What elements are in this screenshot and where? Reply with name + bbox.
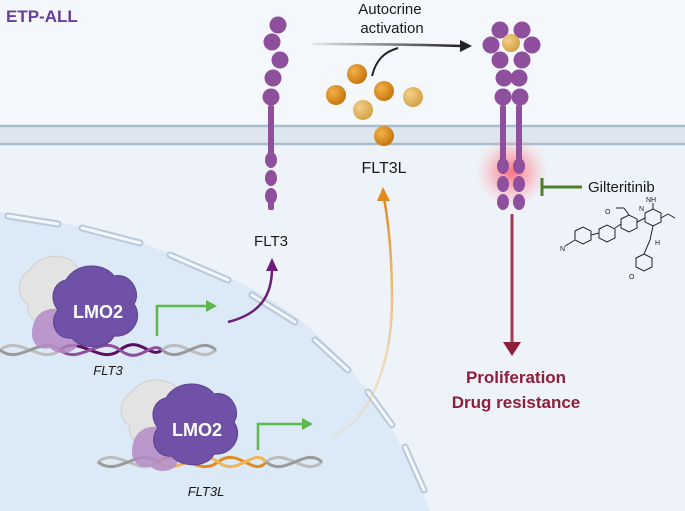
signaling-arrow — [503, 214, 521, 356]
flt3-receptor — [262, 16, 289, 210]
lmo2-complex-2: LMO2 — [120, 379, 239, 472]
autocrine-line-1: Autocrine — [358, 1, 421, 18]
bound-flt3l — [502, 34, 520, 52]
gilteritinib-atoms: O N NH H O N — [560, 197, 660, 281]
lmo2-label-2: LMO2 — [172, 420, 222, 440]
autocrine-arrow — [311, 40, 472, 77]
atom-nh2: NH — [646, 197, 656, 204]
flt3-dimer-activated — [476, 21, 548, 210]
gene-label-flt3: FLT3 — [93, 363, 123, 378]
gene-locus-flt3l: LMO2 FLT3L — [97, 379, 323, 499]
autocrine-label: Autocrine activation — [358, 1, 426, 37]
gilteritinib-structure — [564, 203, 676, 272]
flt3-label: FLT3 — [254, 233, 288, 250]
flt3l-ligands — [326, 64, 423, 146]
activation-glow — [476, 136, 548, 208]
atom-n: N — [639, 206, 644, 213]
lmo2-label-1: LMO2 — [73, 302, 123, 322]
outcome-proliferation: Proliferation — [466, 368, 566, 387]
gene-locus-flt3: LMO2 FLT3 — [0, 255, 217, 378]
atom-h: H — [655, 240, 660, 247]
atom-o-ring: O — [629, 274, 635, 281]
flt3-expression-arrow — [227, 258, 278, 324]
lmo2-complex-1: LMO2 — [18, 255, 139, 354]
diagram-title: ETP-ALL — [6, 7, 78, 26]
inhibitor-label: Gilteritinib — [588, 179, 655, 196]
flt3l-secretion-arrow — [331, 187, 394, 438]
atom-n-sub: N — [560, 246, 565, 253]
cell-membrane — [0, 124, 685, 146]
gene-label-flt3l: FLT3L — [188, 484, 225, 499]
promoter-arrow-2 — [256, 422, 304, 450]
outcome-drug-resistance: Drug resistance — [452, 393, 581, 412]
inhibition-bar — [540, 178, 582, 196]
promoter-arrow-1 — [155, 304, 208, 336]
flt3l-label: FLT3L — [361, 160, 406, 177]
autocrine-line-2: activation — [360, 20, 423, 37]
atom-o: O — [605, 209, 611, 216]
